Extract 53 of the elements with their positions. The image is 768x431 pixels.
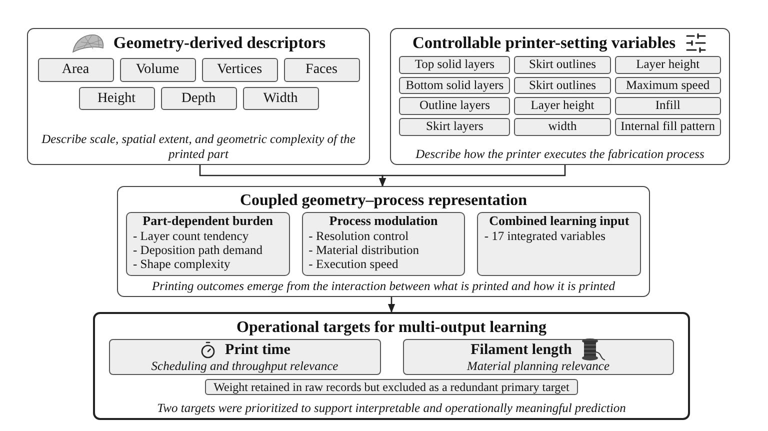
- setting-tag: Outline layers: [399, 97, 510, 115]
- descriptor-tag: Width: [242, 86, 318, 110]
- target-subtitle: Material planning relevance: [466, 360, 610, 374]
- setting-tag: Internal fill pattern: [614, 118, 721, 136]
- section-box: [117, 186, 650, 297]
- bullet-text: - Resolution control: [308, 228, 410, 243]
- connector-arrow: [378, 165, 566, 187]
- target-box: [402, 339, 674, 375]
- box-title: Controllable printer-setting variables: [412, 32, 676, 54]
- panel-heading: Process modulation: [328, 214, 439, 229]
- bullet-text: - Execution speed: [308, 256, 400, 271]
- setting-tag: Infill: [614, 97, 721, 115]
- connector-arrow: [388, 297, 396, 313]
- target-box: [109, 339, 380, 375]
- box-title: Geometry-derived descriptors: [113, 32, 326, 54]
- bullet-text: - Shape complexity: [133, 256, 232, 271]
- bullet-text: - Material distribution: [308, 242, 420, 257]
- section-box: [390, 28, 730, 165]
- setting-tag: Top solid layers: [399, 56, 510, 74]
- box-title: Coupled geometry–process representation: [240, 191, 528, 211]
- setting-tag: Layer height: [514, 97, 611, 115]
- descriptor-tag: Height: [78, 86, 154, 110]
- concept-panel: [477, 212, 641, 276]
- descriptor-tag: Vertices: [202, 58, 278, 82]
- box-title: Filament length: [470, 340, 572, 360]
- descriptor-tag: Area: [38, 58, 114, 82]
- target-subtitle: Scheduling and throughput relevance: [151, 360, 338, 374]
- setting-tag: Skirt outlines: [514, 76, 611, 94]
- box-title: Print time: [225, 340, 290, 360]
- box-title: Operational targets for multi-output learning: [236, 318, 546, 338]
- note-box: Weight retained in raw records but excluded as a redundant primary target: [204, 379, 578, 396]
- descriptor-tag: Faces: [284, 58, 360, 82]
- panel-heading: Combined learning input: [488, 214, 630, 229]
- section-box: [27, 28, 370, 165]
- description-text: Printing outcomes emerge from the interaction between what is printed and how it is printed: [152, 278, 615, 293]
- section-box: [93, 312, 690, 420]
- panel-heading: Part-dependent burden: [142, 214, 274, 229]
- setting-tag: Maximum speed: [614, 76, 721, 94]
- bullet-text: - Deposition path demand: [133, 242, 264, 257]
- setting-tag: width: [514, 118, 611, 136]
- descriptor-tag: Depth: [160, 86, 236, 110]
- description-text: Describe scale, spatial extent, and geometric complexity of the printed part: [40, 132, 356, 161]
- description-text: Two targets were prioritized to support interpretable and operationally meaningful prediction: [157, 400, 626, 415]
- bullet-text: - 17 integrated variables: [484, 228, 606, 243]
- bullet-text: - Layer count tendency: [133, 228, 250, 243]
- descriptor-tag: Volume: [120, 58, 196, 82]
- concept-panel: [302, 212, 466, 276]
- setting-tag: Skirt layers: [399, 118, 510, 136]
- description-text: Describe how the printer executes the fabrication process: [416, 146, 704, 161]
- setting-tag: Bottom solid layers: [399, 76, 510, 94]
- setting-tag: Skirt outlines: [514, 56, 611, 74]
- setting-tag: Layer height: [614, 56, 721, 74]
- concept-panel: [126, 212, 290, 276]
